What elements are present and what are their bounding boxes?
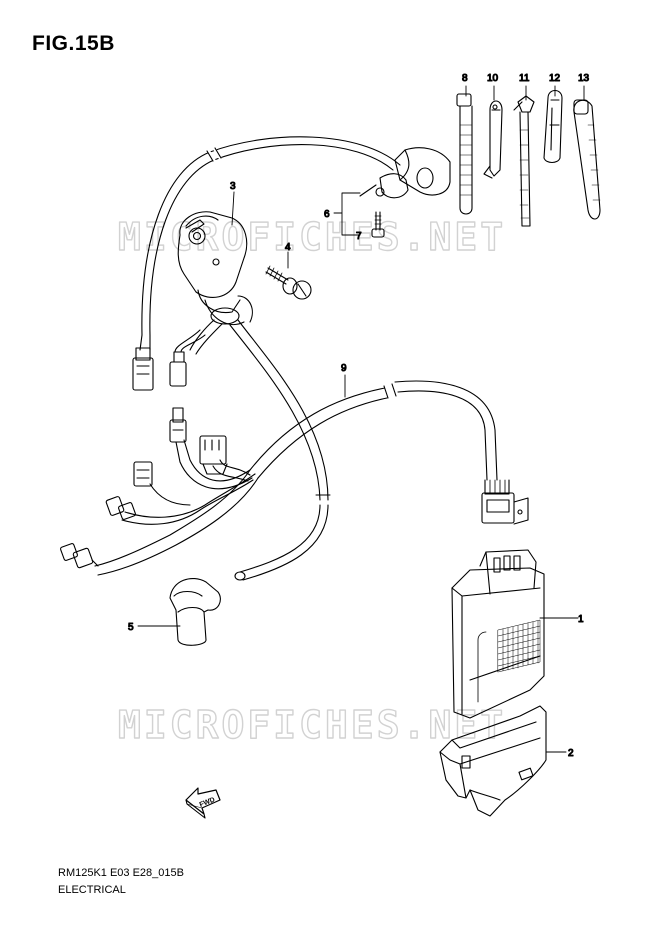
callout-11: 11 (519, 73, 530, 84)
figure-code: RM125K1 E03 E28_015B (58, 867, 184, 879)
handlebar-switch (359, 147, 451, 199)
wire-clamp (483, 100, 503, 179)
watermark-bottom: MICROFICHES.NET (118, 703, 506, 747)
callout-1: 1 (578, 614, 584, 625)
wiring-harness (60, 136, 529, 581)
clamp-band (513, 95, 535, 227)
callout-5: 5 (128, 622, 134, 633)
cdi-holder (439, 705, 547, 817)
small-screw (371, 211, 385, 238)
callout-4: 4 (285, 242, 291, 253)
callout-2: 2 (568, 748, 574, 759)
leader-lines (137, 85, 585, 753)
callout-3: 3 (230, 181, 236, 192)
cable-tie-wide (573, 99, 601, 220)
rubber-cap (169, 578, 221, 646)
callout-9: 9 (341, 363, 347, 374)
figure-title: FIG.15B (32, 32, 115, 55)
watermark-top: MICROFICHES.NET (118, 215, 506, 259)
callout-10: 10 (487, 73, 499, 84)
section-label: ELECTRICAL (58, 884, 126, 896)
screw (265, 265, 312, 300)
clamp (543, 89, 563, 164)
callout-6: 6 (324, 209, 330, 220)
engine-stop-switch (177, 211, 253, 355)
cable-tie (456, 93, 473, 215)
callout-13: 13 (578, 73, 590, 84)
callout-8: 8 (462, 73, 468, 84)
callout-7: 7 (356, 231, 362, 242)
cdi-unit (451, 549, 545, 719)
fwd-arrow-icon: FWD (185, 787, 221, 819)
callout-12: 12 (549, 73, 561, 84)
